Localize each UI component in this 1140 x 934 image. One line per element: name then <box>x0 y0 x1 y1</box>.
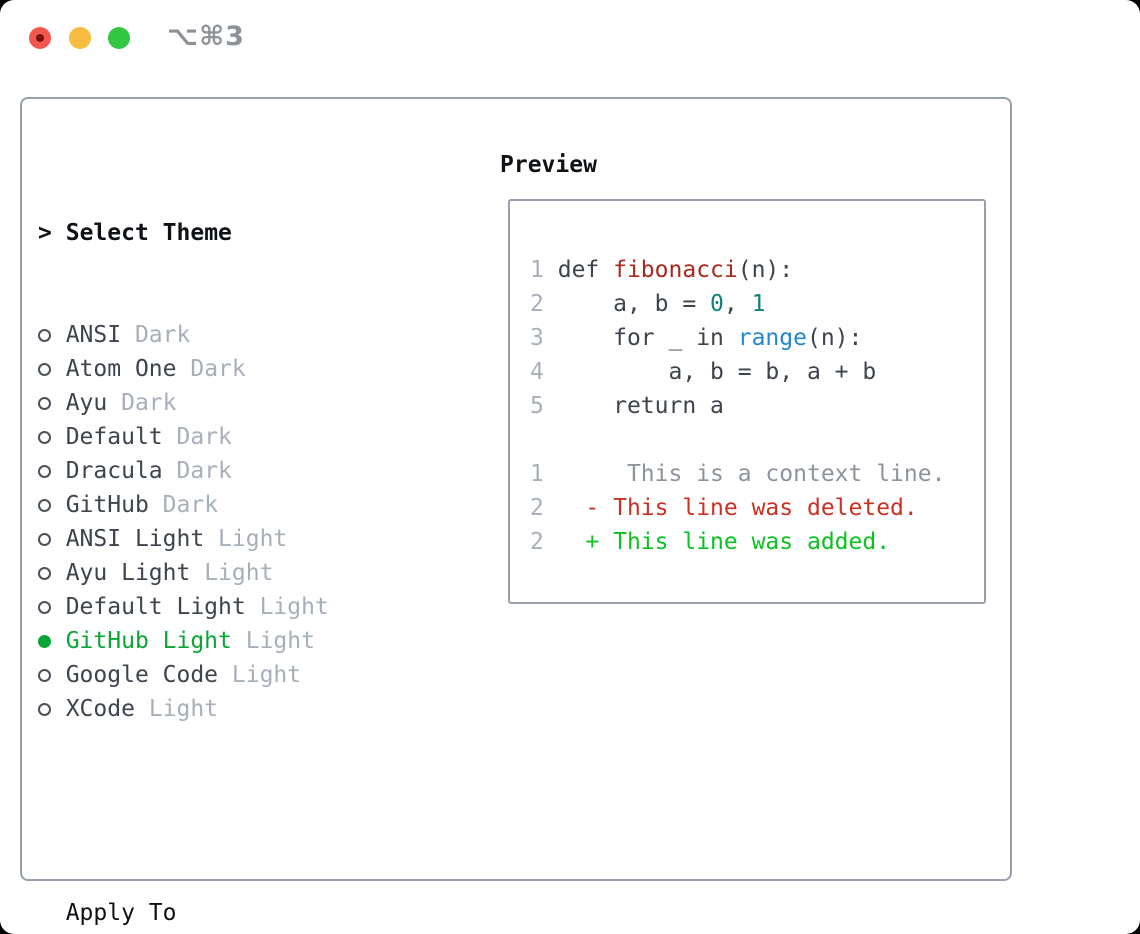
code-line: 3 for _ in range(n): <box>530 321 945 355</box>
theme-list: ANSI Dark Atom One Dark Ayu Dark Default… <box>38 318 426 726</box>
code-token: This is a context line. <box>557 461 946 487</box>
line-number: 1 <box>530 461 544 487</box>
code-line: 1 This is a context line. <box>530 457 945 491</box>
close-button[interactable] <box>29 27 51 49</box>
theme-name: ANSI Light <box>65 526 205 552</box>
code-token: 0 <box>710 291 724 317</box>
theme-option-github-light[interactable]: GitHub Light Light <box>38 624 426 658</box>
radio-unselected-icon[interactable] <box>38 329 52 343</box>
titlebar: ⌥⌘3 <box>0 0 1140 75</box>
theme-variant: Dark <box>134 322 191 348</box>
theme-variant: Light <box>204 560 274 586</box>
radio-unselected-icon[interactable] <box>38 431 52 445</box>
theme-option-default[interactable]: Default Dark <box>38 420 426 454</box>
code-token: (n): <box>806 325 863 351</box>
radio-unselected-icon[interactable] <box>38 567 52 581</box>
theme-option-github[interactable]: GitHub Dark <box>38 488 426 522</box>
radio-unselected-icon[interactable] <box>38 363 52 377</box>
theme-variant: Light <box>259 594 329 620</box>
theme-variant: Dark <box>162 492 219 518</box>
preview-header: Preview <box>500 152 597 178</box>
radio-unselected-icon[interactable] <box>38 499 52 513</box>
theme-variant: Dark <box>176 424 232 450</box>
line-number: 4 <box>530 359 544 385</box>
prompt-caret-icon: > <box>38 220 52 246</box>
theme-name: GitHub Light <box>65 628 232 654</box>
code-line: 2 + This line was added. <box>530 525 945 559</box>
theme-name: ANSI <box>65 322 122 348</box>
code-token: 1 <box>751 291 766 317</box>
theme-option-google-code[interactable]: Google Code Light <box>38 658 426 692</box>
code-line <box>530 423 945 457</box>
theme-option-xcode[interactable]: XCode Light <box>38 692 426 726</box>
theme-option-ansi-light[interactable]: ANSI Light Light <box>38 522 426 556</box>
code-token: range <box>737 325 807 351</box>
radio-selected-icon[interactable] <box>38 635 52 649</box>
radio-unselected-icon[interactable] <box>38 703 52 717</box>
theme-option-ayu-light[interactable]: Ayu Light Light <box>38 556 426 590</box>
zoom-button[interactable] <box>108 27 130 49</box>
theme-picker-panel: > Select Theme ANSI Dark Atom One Dark A… <box>20 97 1012 926</box>
theme-name: Dracula <box>65 458 163 484</box>
code-token: a, b = b, a + b <box>557 359 877 385</box>
code-token: - This line was deleted. <box>557 495 918 521</box>
theme-option-atom-one[interactable]: Atom One Dark <box>38 352 426 386</box>
theme-option-dracula[interactable]: Dracula Dark <box>38 454 426 488</box>
code-line: 5 return a <box>530 389 945 423</box>
theme-picker-column: > Select Theme ANSI Dark Atom One Dark A… <box>38 148 426 934</box>
theme-name: Default Light <box>65 594 246 620</box>
theme-option-default-light[interactable]: Default Light Light <box>38 590 426 624</box>
theme-variant: Light <box>245 628 315 654</box>
minimize-button[interactable] <box>69 27 91 49</box>
code-token: , <box>723 291 752 317</box>
line-number: 3 <box>530 325 544 351</box>
theme-option-ansi[interactable]: ANSI Dark <box>38 318 426 352</box>
theme-variant: Light <box>218 526 288 552</box>
radio-unselected-icon[interactable] <box>38 533 52 547</box>
line-number: 2 <box>530 529 544 555</box>
theme-name: Default <box>65 424 163 450</box>
code-line: 2 - This line was deleted. <box>530 491 945 525</box>
radio-unselected-icon[interactable] <box>38 601 52 615</box>
theme-name: Ayu Light <box>65 560 191 586</box>
theme-variant: Dark <box>121 390 177 416</box>
theme-name: XCode <box>65 696 135 722</box>
code-token: return a <box>557 393 724 419</box>
window-title: ⌥⌘3 <box>167 21 245 52</box>
theme-name: Atom One <box>65 356 177 382</box>
radio-unselected-icon[interactable] <box>38 669 52 683</box>
line-number: 2 <box>530 291 544 317</box>
code-line: 1 def fibonacci(n): <box>530 253 945 287</box>
select-theme-header-label: Select Theme <box>65 220 232 246</box>
code-line: 2 a, b = 0, 1 <box>530 287 945 321</box>
theme-name: Ayu <box>65 390 108 416</box>
line-number: 2 <box>530 495 544 521</box>
code-token: fibonacci <box>613 257 738 283</box>
theme-option-ayu[interactable]: Ayu Dark <box>38 386 426 420</box>
code-token: + This line was added. <box>557 529 891 555</box>
radio-unselected-icon[interactable] <box>38 465 52 479</box>
theme-variant: Light <box>231 662 302 688</box>
apply-to-header: Apply To <box>65 900 177 926</box>
code-token: for _ in <box>557 325 738 351</box>
code-token: a, b = <box>557 291 711 317</box>
theme-name: GitHub <box>65 492 149 518</box>
line-number: 1 <box>530 257 544 283</box>
theme-variant: Dark <box>176 458 232 484</box>
theme-variant: Dark <box>190 356 246 382</box>
spacer <box>38 794 426 828</box>
theme-name: Google Code <box>65 662 219 688</box>
code-token: (n): <box>737 257 794 283</box>
code-line: 4 a, b = b, a + b <box>530 355 945 389</box>
code-token: def <box>557 257 614 283</box>
theme-variant: Light <box>148 696 219 722</box>
radio-unselected-icon[interactable] <box>38 397 52 411</box>
close-dot-icon <box>36 34 44 42</box>
line-number: 5 <box>530 393 544 419</box>
select-theme-header: > Select Theme <box>38 216 426 250</box>
